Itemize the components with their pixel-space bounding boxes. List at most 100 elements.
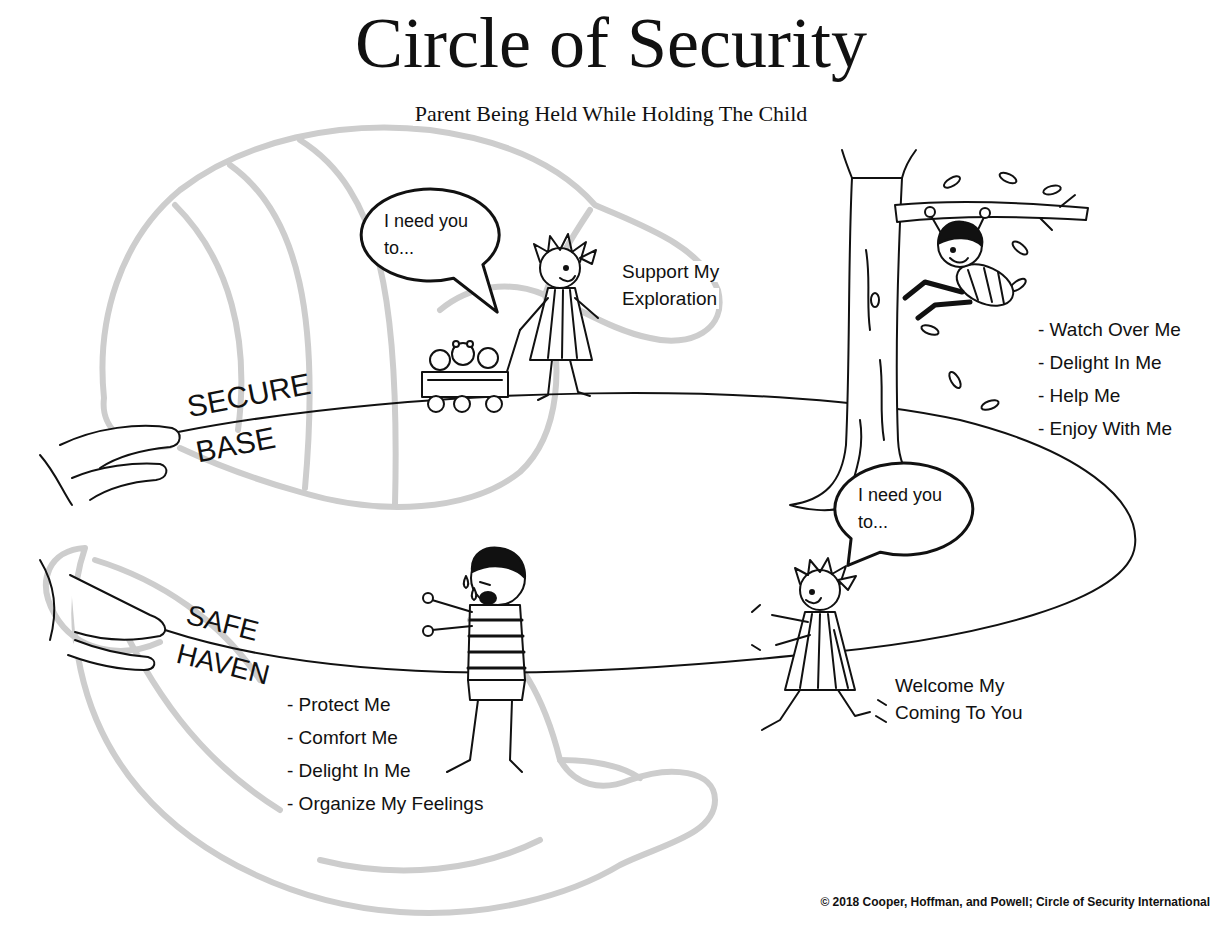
need-list-item: - Organize My Feelings [285,793,485,814]
distressed-child-part [472,588,477,600]
distressed-child-part [464,576,469,588]
need-label-box: Welcome My Coming To You [893,672,1033,726]
bubble-shape [835,463,973,565]
circle-zone-label: SAFE HAVEN [174,599,273,691]
need-list-item: - Protect Me [285,694,392,715]
climbing-child-part [968,268,1004,304]
climbing-child-part [950,258,968,263]
exploring-child-part [467,341,473,347]
returning-child-part [810,590,814,594]
need-list-item-box: - Organize My Feelings [285,792,485,817]
returning-child-part [772,615,808,622]
distressed-child-part [468,680,525,700]
distressed-child [423,548,525,772]
tree-part [880,360,884,440]
tree-part [866,250,870,330]
returning-child [752,558,886,730]
need-label: Welcome My Coming To You [893,675,1024,723]
distressed-child-part [423,593,433,603]
climbing-child-part [905,282,962,298]
need-list-item: - Delight In Me [285,760,413,781]
returning-child-part [762,690,800,730]
need-list-item-box: - Delight In Me [1036,351,1164,376]
exploring-child-part [534,234,586,262]
fingertips-part [60,426,180,468]
tree-part [902,150,916,178]
climbing-child-part [918,302,970,318]
exploring-child-part [548,290,577,358]
hand-outline-part [103,128,720,507]
hand-outline-part [560,760,640,778]
exploring-child-part [575,298,598,318]
exploring-child-part [428,396,444,412]
tree-part [1040,218,1052,230]
tree-part [871,293,879,307]
returning-child-part [785,612,855,690]
speech-bubble: I need you to... [834,462,974,556]
subtitle: Parent Being Held While Holding The Chil… [413,101,810,126]
title-block: Circle of Security [0,4,1222,83]
tree-part [920,323,940,337]
circle-zone-label-box: SAFE HAVEN [172,595,298,699]
returning-child-part [776,635,810,645]
exploring-child-part [580,250,596,264]
need-label-box: Support My Exploration [620,258,745,312]
tree-part [1011,239,1030,257]
fingertips [40,426,180,670]
need-list-item: - Delight In Me [1036,352,1164,373]
need-list-item-box: - Comfort Me [285,726,400,751]
exploring-child-part [540,248,580,288]
exploring-child-part [454,396,470,412]
climbing-child-part [925,207,935,217]
distressed-child-part [468,620,525,668]
exploring-child-part [486,396,502,412]
exploring-child-part [538,360,552,400]
bubble-shape [361,189,499,312]
distressed-child-part [510,700,522,772]
tree-part [790,178,965,510]
hand-outline [46,128,720,913]
circle-path-part [165,393,1135,673]
distressed-child-part [468,605,525,680]
need-list-item-box: - Help Me [1036,384,1122,409]
exploring-child-part [530,288,592,360]
hand-outline-part [320,840,540,870]
exploring-child-part [564,266,568,270]
exploring-child-part [422,372,508,397]
exploring-child-part [570,360,590,396]
need-list-item: - Enjoy With Me [1036,418,1174,439]
climbing-child-part [980,208,990,218]
bubble-text: I need you to... [858,482,950,536]
circle-zone-label-box: SECURE BASE [183,358,338,475]
returning-child-part [800,570,840,610]
distressed-child-part [480,582,490,585]
fingertips-part [40,455,72,505]
hand-outline-part [300,140,396,505]
returning-child-part [800,614,848,688]
exploring-child-part [430,350,450,370]
tree-part [947,370,963,390]
fingertips-part [68,640,154,670]
exploring-child-part [453,341,459,347]
need-list-item-box: - Delight In Me [285,759,413,784]
subtitle-box: Parent Being Held While Holding The Chil… [0,100,1222,129]
copyright-note: © 2018 Cooper, Hoffman, and Powell; Circ… [818,895,1212,909]
fingertips-part [72,464,166,500]
need-list-item-box: - Protect Me [285,693,392,718]
returning-child-part [838,690,870,716]
tree-part [1060,195,1075,207]
speech-bubble: I need you to... [360,188,500,282]
exploring-child-part [428,379,502,381]
distressed-child-part [480,592,496,604]
fingertips-part [70,575,165,639]
exploring-child-part [520,298,548,330]
climbing-child-part [938,222,982,246]
need-label: Support My Exploration [620,261,721,309]
climbing-child [905,207,1020,318]
diagram-title: Circle of Security [355,3,867,83]
returning-child-part [838,576,856,590]
